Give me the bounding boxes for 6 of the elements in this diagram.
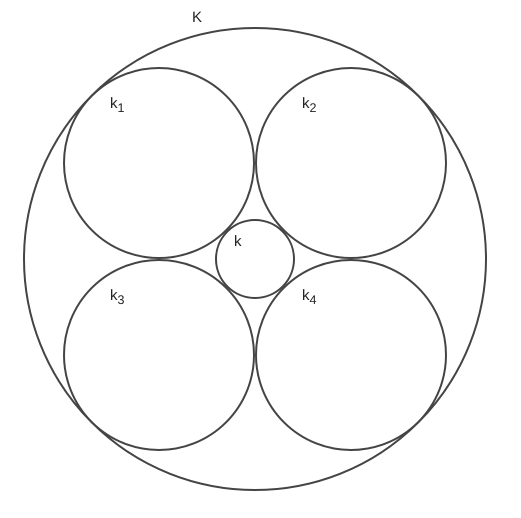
circle-label: k [234, 234, 242, 249]
circle-label: k$_{4}$ [302, 288, 316, 306]
circle-label: k$_{2}$ [302, 96, 316, 114]
circle-label: K [192, 10, 202, 25]
circle-label: k$_{1}$ [110, 96, 124, 114]
circle-label: k$_{3}$ [110, 288, 124, 306]
